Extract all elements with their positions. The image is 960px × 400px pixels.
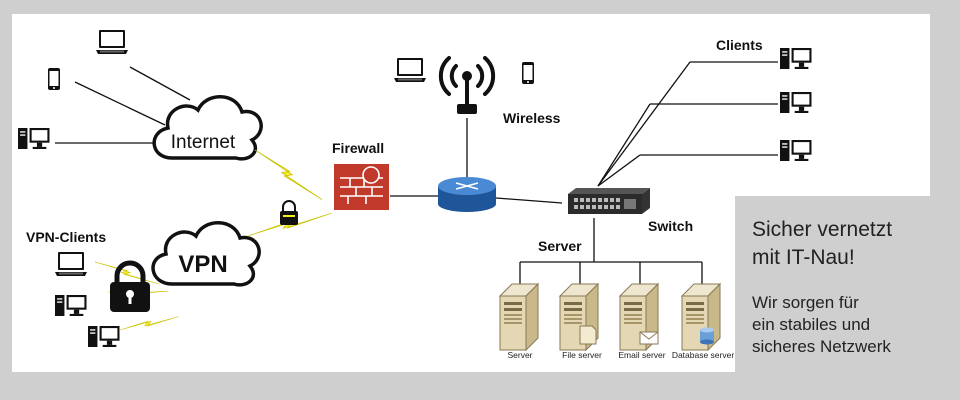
switch-label: Switch (648, 218, 694, 234)
wireless-antenna-icon (438, 56, 496, 114)
database-server-caption: Database server (672, 350, 735, 360)
network-switch-icon (568, 188, 650, 214)
connection-lines (55, 61, 778, 290)
promo-body-line: Wir sorgen für (752, 293, 859, 312)
promo-body-line: sicheres Netzwerk (752, 337, 891, 356)
email-server-caption: Email server (618, 350, 665, 360)
server-label: Server (538, 238, 582, 254)
promo-box: Sicher vernetzt mit IT-Nau! Wir sorgen f… (735, 196, 960, 376)
vpn-clients-label: VPN-Clients (26, 229, 107, 245)
link-lock-icon (280, 200, 298, 225)
promo-body: Wir sorgen für ein stabiles und sicheres… (752, 292, 957, 358)
file-server-icon (559, 283, 599, 351)
wireless-phone-icon (522, 62, 534, 84)
server-caption: Server (507, 350, 532, 360)
promo-headline-line: mit IT-Nau! (752, 246, 855, 269)
phone-icon (48, 68, 60, 90)
wireless-laptop-icon (394, 58, 426, 82)
vpn-padlock-icon (110, 260, 150, 312)
internet-label: Internet (171, 132, 236, 153)
laptop-icon (96, 30, 128, 54)
promo-headline: Sicher vernetzt mit IT-Nau! (752, 216, 957, 272)
file-server-caption: File server (562, 350, 602, 360)
promo-headline-line: Sicher vernetzt (752, 218, 893, 241)
clients-label: Clients (716, 37, 763, 53)
firewall-label: Firewall (332, 140, 385, 156)
vpn-client-laptop-icon (55, 252, 87, 276)
vpn-cloud-icon (151, 221, 261, 287)
router-icon (438, 177, 496, 212)
firewall-icon (334, 164, 389, 210)
promo-body-line: ein stabiles und (752, 315, 871, 334)
wireless-label: Wireless (503, 110, 561, 126)
database-server-icon (681, 283, 721, 351)
internet-cloud-icon (152, 95, 263, 161)
vpn-label: VPN (178, 251, 227, 278)
email-server-icon (619, 283, 659, 351)
server-tower-icon (499, 283, 539, 351)
